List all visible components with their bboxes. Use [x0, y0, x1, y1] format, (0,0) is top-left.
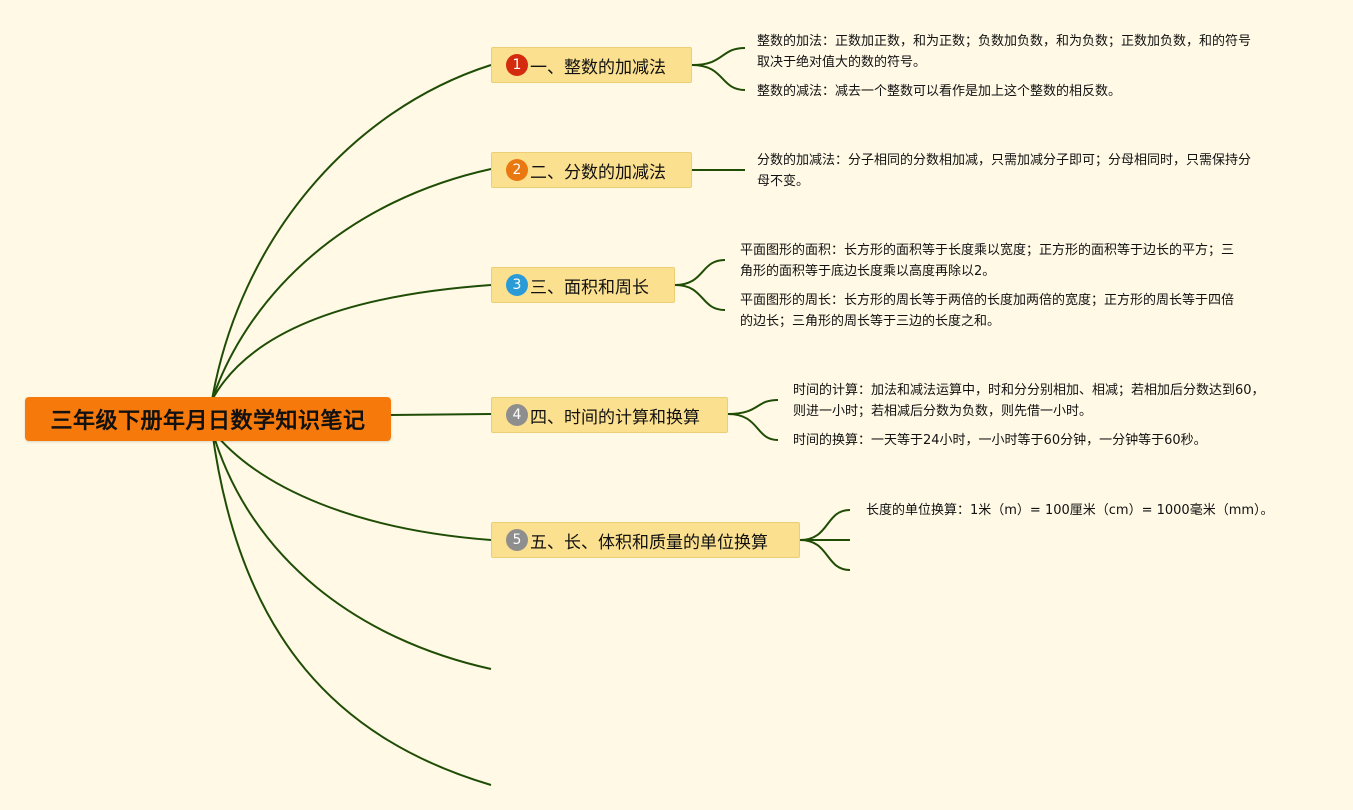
connector-root-branch-4 — [390, 413, 492, 416]
branch-3-label: 三、面积和周长 — [530, 277, 649, 298]
branch-4-note-1[interactable]: 时间的计算：加法和减法运算中，时和分分别相加、相减；若相加后分数达到60，则进一… — [793, 383, 1265, 419]
connector-root-branch-2 — [211, 168, 492, 401]
connector-b4-note-2 — [727, 413, 779, 441]
branch-1-note-2[interactable]: 整数的减法：减去一个整数可以看作是加上这个整数的相反数。 — [757, 84, 1122, 99]
branch-1-label: 一、整数的加减法 — [530, 57, 666, 78]
branch-5[interactable]: 5 五、长、体积和质量的单位换算 — [491, 522, 800, 558]
connector-b1-note-2 — [691, 64, 746, 91]
connector-b5-empty-3 — [799, 539, 851, 571]
branch-2[interactable]: 2 二、分数的加减法 — [491, 152, 692, 188]
connector-root-empty-6 — [211, 429, 492, 670]
branch-1[interactable]: 1 一、整数的加减法 — [491, 47, 692, 83]
priority-5-icon: 5 — [506, 529, 528, 551]
central-topic[interactable]: 三年级下册年月日数学知识笔记 — [25, 397, 391, 441]
branch-4-label: 四、时间的计算和换算 — [530, 407, 700, 428]
connector-root-branch-3 — [211, 284, 492, 401]
branch-4-note-2[interactable]: 时间的换算：一天等于24小时，一小时等于60分钟，一分钟等于60秒。 — [793, 433, 1207, 448]
branch-2-label: 二、分数的加减法 — [530, 162, 666, 183]
branch-3-note-2[interactable]: 平面图形的周长：长方形的周长等于两倍的长度加两倍的宽度；正方形的周长等于四倍的边… — [740, 293, 1235, 329]
branch-1-note-1[interactable]: 整数的加法：正数加正数，和为正数；负数加负数，和为负数；正数加负数，和的符号取决… — [757, 34, 1252, 70]
connector-root-empty-7 — [211, 429, 492, 786]
priority-3-icon: 3 — [506, 274, 528, 296]
connector-b5-note-1 — [799, 509, 851, 541]
connector-b4-note-1 — [727, 399, 779, 415]
priority-1-icon: 1 — [506, 54, 528, 76]
branch-5-note-1[interactable]: 长度的单位换算：1米（m）= 100厘米（cm）= 1000毫米（mm）。 — [866, 503, 1274, 518]
branch-3-note-1[interactable]: 平面图形的面积：长方形的面积等于长度乘以宽度；正方形的面积等于边长的平方；三角形… — [740, 243, 1235, 279]
connector-root-branch-1 — [211, 64, 492, 401]
branch-4[interactable]: 4 四、时间的计算和换算 — [491, 397, 728, 433]
connector-b3-note-2 — [674, 284, 726, 311]
branch-3[interactable]: 3 三、面积和周长 — [491, 267, 675, 303]
priority-4-icon: 4 — [506, 404, 528, 426]
branch-5-label: 五、长、体积和质量的单位换算 — [530, 532, 768, 553]
connector-b1-note-1 — [691, 47, 746, 66]
central-topic-label: 三年级下册年月日数学知识笔记 — [50, 409, 366, 434]
connector-b3-note-1 — [674, 259, 726, 286]
connector-root-branch-5 — [211, 429, 492, 541]
priority-2-icon: 2 — [506, 159, 528, 181]
branch-2-note-1[interactable]: 分数的加减法：分子相同的分数相加减，只需加减分子即可；分母相同时，只需保持分母不… — [757, 153, 1252, 189]
